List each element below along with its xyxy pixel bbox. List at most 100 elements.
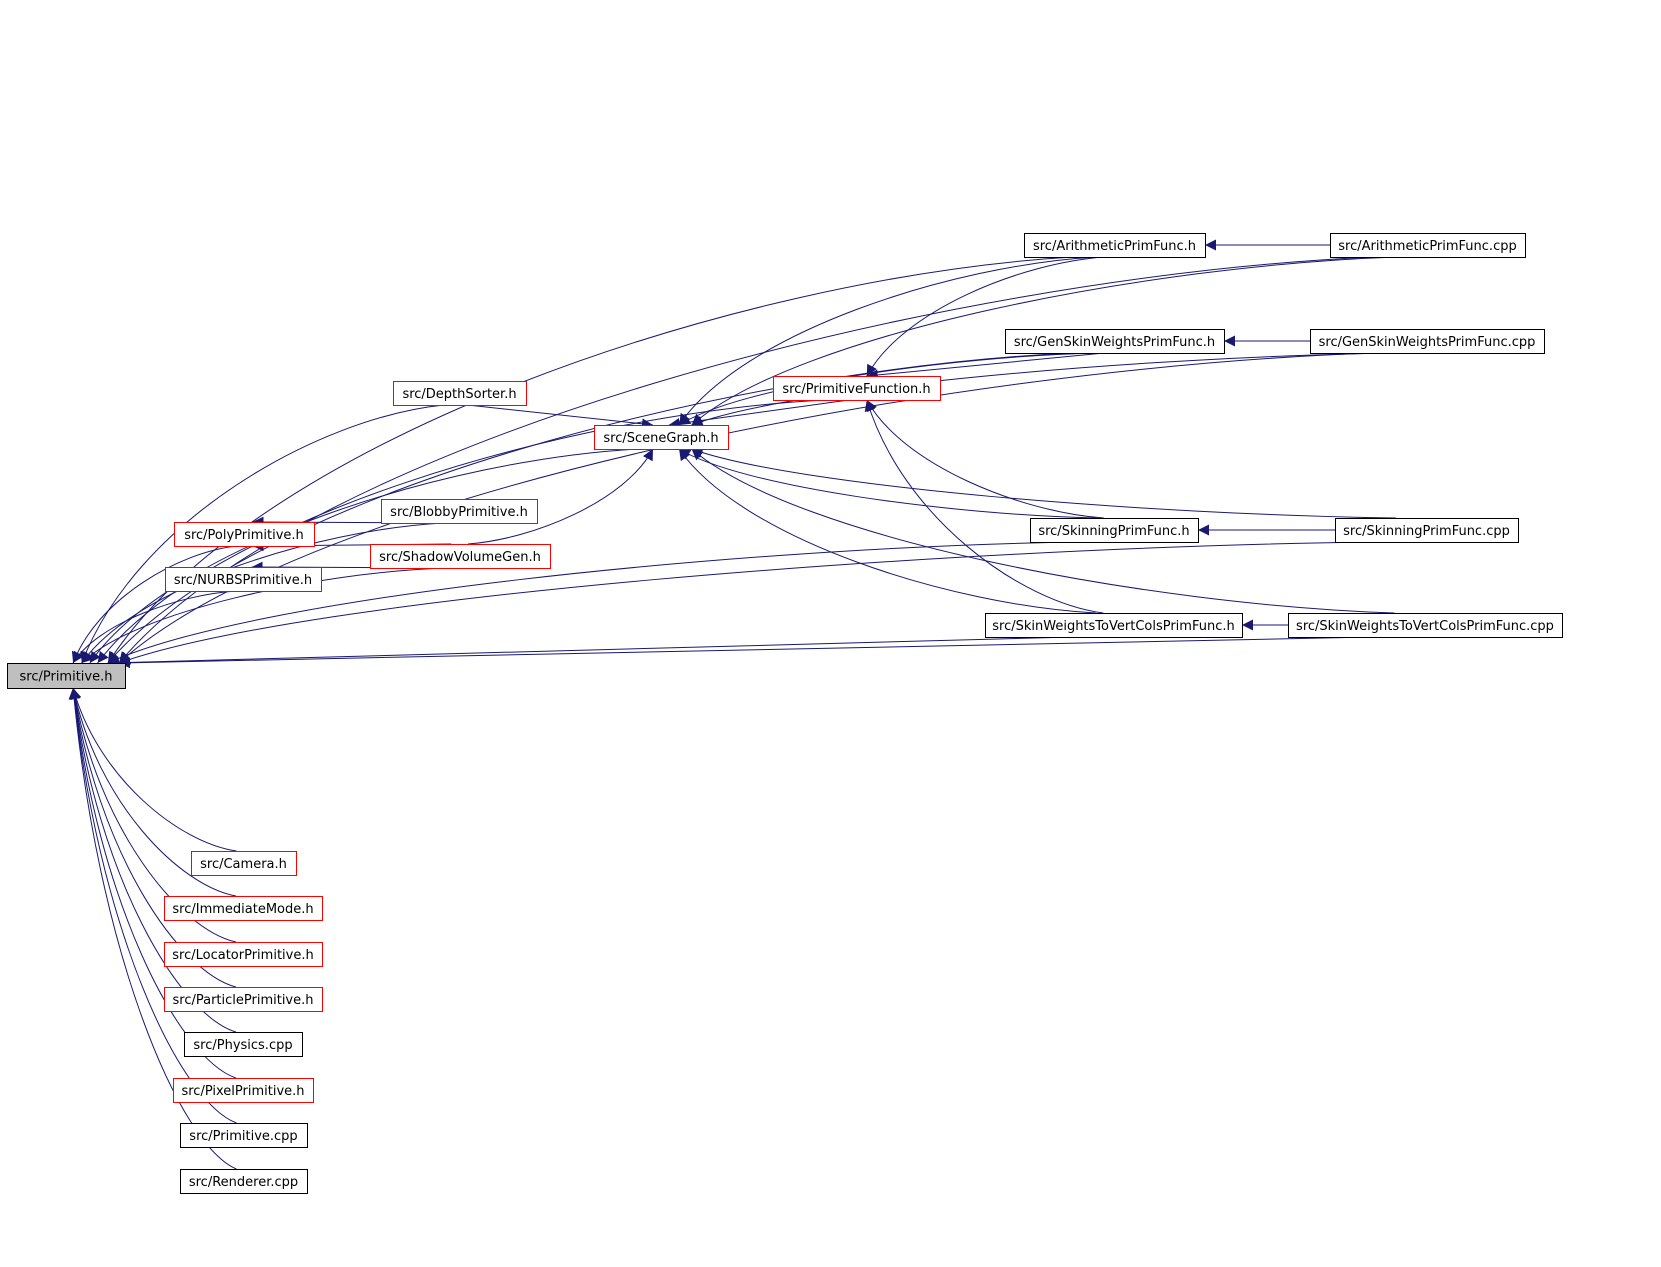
node-box — [381, 499, 538, 524]
node-box — [180, 1123, 308, 1148]
node-label: src/Renderer.cpp — [189, 1175, 298, 1190]
node-label: src/Primitive.h — [20, 670, 113, 685]
edge-scenegraph_h-to-primitive_h — [89, 448, 638, 664]
node-box — [594, 425, 729, 450]
node-label: src/GenSkinWeightsPrimFunc.cpp — [1319, 335, 1536, 350]
nodes-layer: src/Primitive.h src/DepthSorter.h src/Scen… — [7, 233, 1563, 1194]
node-box — [164, 896, 323, 921]
edge-skinvert_h-to-scenegraph_h — [678, 448, 1096, 614]
node-box — [7, 663, 126, 689]
node-label: src/SkinWeightsToVertColsPrimFunc.h — [992, 619, 1234, 634]
node-label: src/BlobbyPrimitive.h — [390, 505, 528, 520]
node-label: src/ShadowVolumeGen.h — [379, 550, 541, 565]
node-box — [164, 942, 323, 967]
node-box — [173, 1078, 314, 1103]
edge-skinvert_h-to-primfunc_h — [864, 399, 1104, 614]
edge-skinning_cpp-to-scenegraph_h — [691, 447, 1396, 519]
node-renderer_cpp[interactable]: src/Renderer.cpp — [180, 1169, 308, 1194]
node-primitive_cpp[interactable]: src/Primitive.cpp — [180, 1123, 308, 1148]
node-box — [191, 851, 297, 876]
node-skinvert_cpp[interactable]: src/SkinWeightsToVertColsPrimFunc.cpp — [1288, 613, 1563, 638]
edge-skinvert_cpp-to-scenegraph_h — [691, 448, 1395, 614]
node-box — [165, 567, 322, 592]
edge-shadow_h-to-scenegraph_h — [468, 448, 654, 545]
node-particle_h[interactable]: src/ParticlePrimitive.h — [164, 987, 323, 1012]
node-label: src/ImmediateMode.h — [172, 902, 313, 917]
node-skinning_cpp[interactable]: src/SkinningPrimFunc.cpp — [1335, 518, 1519, 543]
edges-layer — [68, 239, 1397, 1170]
node-box — [1330, 233, 1526, 258]
node-skinning_h[interactable]: src/SkinningPrimFunc.h — [1030, 518, 1199, 543]
node-blobby_h[interactable]: src/BlobbyPrimitive.h — [381, 499, 538, 524]
node-label: src/SkinningPrimFunc.cpp — [1343, 524, 1510, 539]
node-box — [184, 1032, 303, 1057]
node-genskin_cpp[interactable]: src/GenSkinWeightsPrimFunc.cpp — [1310, 329, 1545, 354]
edge-particle_h-to-primitive_h — [69, 687, 237, 988]
node-arith_h[interactable]: src/ArithmeticPrimFunc.h — [1024, 233, 1206, 258]
node-label: src/ArithmeticPrimFunc.h — [1033, 239, 1196, 254]
node-pixel_h[interactable]: src/PixelPrimitive.h — [173, 1078, 314, 1103]
node-scenegraph_h[interactable]: src/SceneGraph.h — [594, 425, 729, 450]
node-box — [164, 987, 323, 1012]
node-box — [1024, 233, 1206, 258]
node-label: src/GenSkinWeightsPrimFunc.h — [1014, 335, 1215, 350]
node-label: src/DepthSorter.h — [402, 387, 516, 402]
node-label: src/LocatorPrimitive.h — [172, 948, 313, 963]
node-label: src/SkinWeightsToVertColsPrimFunc.cpp — [1296, 619, 1554, 634]
node-label: src/Camera.h — [200, 857, 287, 872]
node-primitive_h[interactable]: src/Primitive.h — [7, 663, 126, 689]
node-primfunc_h[interactable]: src/PrimitiveFunction.h — [773, 376, 941, 401]
node-genskin_h[interactable]: src/GenSkinWeightsPrimFunc.h — [1005, 329, 1225, 354]
node-label: src/SkinningPrimFunc.h — [1038, 524, 1189, 539]
edge-camera_h-to-primitive_h — [70, 687, 237, 852]
node-locator_h[interactable]: src/LocatorPrimitive.h — [164, 942, 323, 967]
edge-skinvert_cpp-to-primitive_h — [118, 636, 1371, 669]
node-box — [180, 1169, 308, 1194]
edge-arith_h-to-primfunc_h — [866, 256, 1105, 377]
edge-depthsorter_h-to-primitive_h — [80, 404, 444, 664]
node-label: src/PixelPrimitive.h — [181, 1084, 304, 1099]
edge-immediate_h-to-primitive_h — [70, 687, 237, 897]
edge-genskin_h-to-scenegraph_h — [678, 352, 1097, 426]
node-box — [1310, 329, 1545, 354]
edge-skinning_h-to-primfunc_h — [866, 399, 1104, 519]
edge-poly_h-to-primitive_h — [71, 545, 237, 664]
node-immediate_h[interactable]: src/ImmediateMode.h — [164, 896, 323, 921]
edge-skinning_h-to-scenegraph_h — [678, 448, 1096, 519]
node-shadow_h[interactable]: src/ShadowVolumeGen.h — [370, 544, 551, 569]
node-label: src/NURBSPrimitive.h — [174, 573, 312, 588]
edge-renderer_cpp-to-primitive_h — [68, 687, 237, 1170]
edge-skinning_cpp-to-primitive_h — [118, 541, 1373, 665]
edge-genskin_cpp-to-scenegraph_h — [691, 352, 1397, 427]
node-box — [1335, 518, 1519, 543]
node-depthsorter_h[interactable]: src/DepthSorter.h — [393, 381, 527, 406]
node-box — [1288, 613, 1563, 638]
node-box — [773, 376, 941, 401]
node-arith_cpp[interactable]: src/ArithmeticPrimFunc.cpp — [1330, 233, 1526, 258]
edge-pixel_h-to-primitive_h — [68, 687, 237, 1079]
edge-arith_h-to-scenegraph_h — [678, 256, 1097, 426]
node-box — [393, 381, 527, 406]
node-physics_cpp[interactable]: src/Physics.cpp — [184, 1032, 303, 1057]
edge-blobby_h-to-primitive_h — [81, 522, 444, 664]
node-label: src/PrimitiveFunction.h — [782, 382, 930, 397]
edge-skinvert_h-to-primitive_h — [107, 636, 1072, 669]
node-box — [1005, 329, 1225, 354]
node-box — [174, 522, 315, 547]
node-box — [1030, 518, 1199, 543]
node-poly_h[interactable]: src/PolyPrimitive.h — [174, 522, 315, 547]
node-label: src/SceneGraph.h — [603, 431, 718, 446]
edge-shadow_h-to-primitive_h — [81, 567, 445, 664]
edge-depthsorter_h-to-scenegraph_h — [467, 404, 653, 430]
node-box — [985, 613, 1243, 638]
node-label: src/PolyPrimitive.h — [184, 528, 304, 543]
node-nurbs_h[interactable]: src/NURBSPrimitive.h — [165, 567, 322, 592]
edge-locator_h-to-primitive_h — [69, 687, 237, 943]
node-camera_h[interactable]: src/Camera.h — [191, 851, 297, 876]
node-skinvert_h[interactable]: src/SkinWeightsToVertColsPrimFunc.h — [985, 613, 1243, 638]
edge-arith_cpp-to-scenegraph_h — [691, 256, 1397, 426]
edge-skinning_h-to-primitive_h — [107, 541, 1073, 664]
node-label: src/ArithmeticPrimFunc.cpp — [1338, 239, 1516, 254]
edge-physics_cpp-to-primitive_h — [69, 687, 237, 1033]
